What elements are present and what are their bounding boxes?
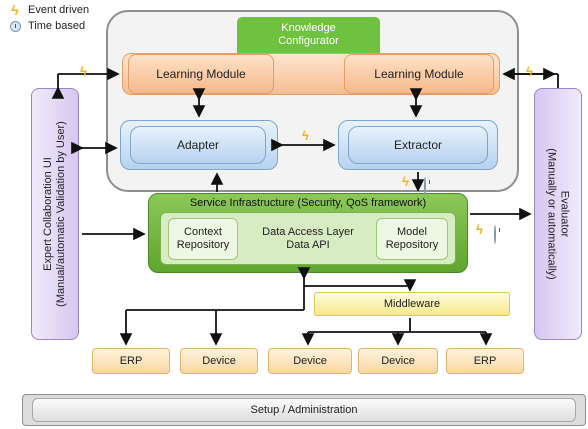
adapter-box[interactable]: Adapter: [130, 126, 266, 164]
legend-time-label: Time based: [28, 20, 86, 32]
device-1[interactable]: Device: [180, 348, 258, 374]
legend-event: ϟ Event driven: [8, 2, 89, 18]
device-erp-1[interactable]: ERP: [92, 348, 170, 374]
extractor-box[interactable]: Extractor: [348, 126, 488, 164]
expert-ui-panel[interactable]: [31, 88, 79, 340]
lightning-bolt-icon: ϟ: [526, 64, 533, 79]
service-infrastructure-title: Service Infrastructure (Security, QoS fr…: [189, 197, 427, 209]
data-access-layer: Data Access Layer Data API: [262, 226, 354, 251]
evaluator-panel[interactable]: [534, 88, 582, 340]
lightning-bolt-icon: ϟ: [476, 222, 483, 237]
device-erp-2[interactable]: ERP: [446, 348, 524, 374]
lightning-bolt-icon: ϟ: [11, 2, 19, 18]
clock-icon: [424, 177, 426, 196]
device-2[interactable]: Device: [268, 348, 352, 374]
clock-icon: [494, 225, 496, 244]
legend-event-label: Event driven: [28, 4, 90, 16]
clock-icon: [9, 20, 21, 32]
device-3[interactable]: Device: [358, 348, 438, 374]
middleware-box[interactable]: Middleware: [314, 292, 510, 316]
context-repository[interactable]: Context Repository: [168, 218, 238, 260]
knowledge-configurator-label: Knowledge Configurator: [237, 17, 380, 53]
model-repository[interactable]: Model Repository: [376, 218, 448, 260]
lightning-bolt-icon: ϟ: [302, 128, 309, 143]
lightning-bolt-icon: ϟ: [402, 174, 409, 189]
legend-time: Time based: [8, 20, 85, 32]
lightning-bolt-icon: ϟ: [80, 64, 87, 79]
setup-administration-button[interactable]: Setup / Administration: [32, 398, 576, 422]
